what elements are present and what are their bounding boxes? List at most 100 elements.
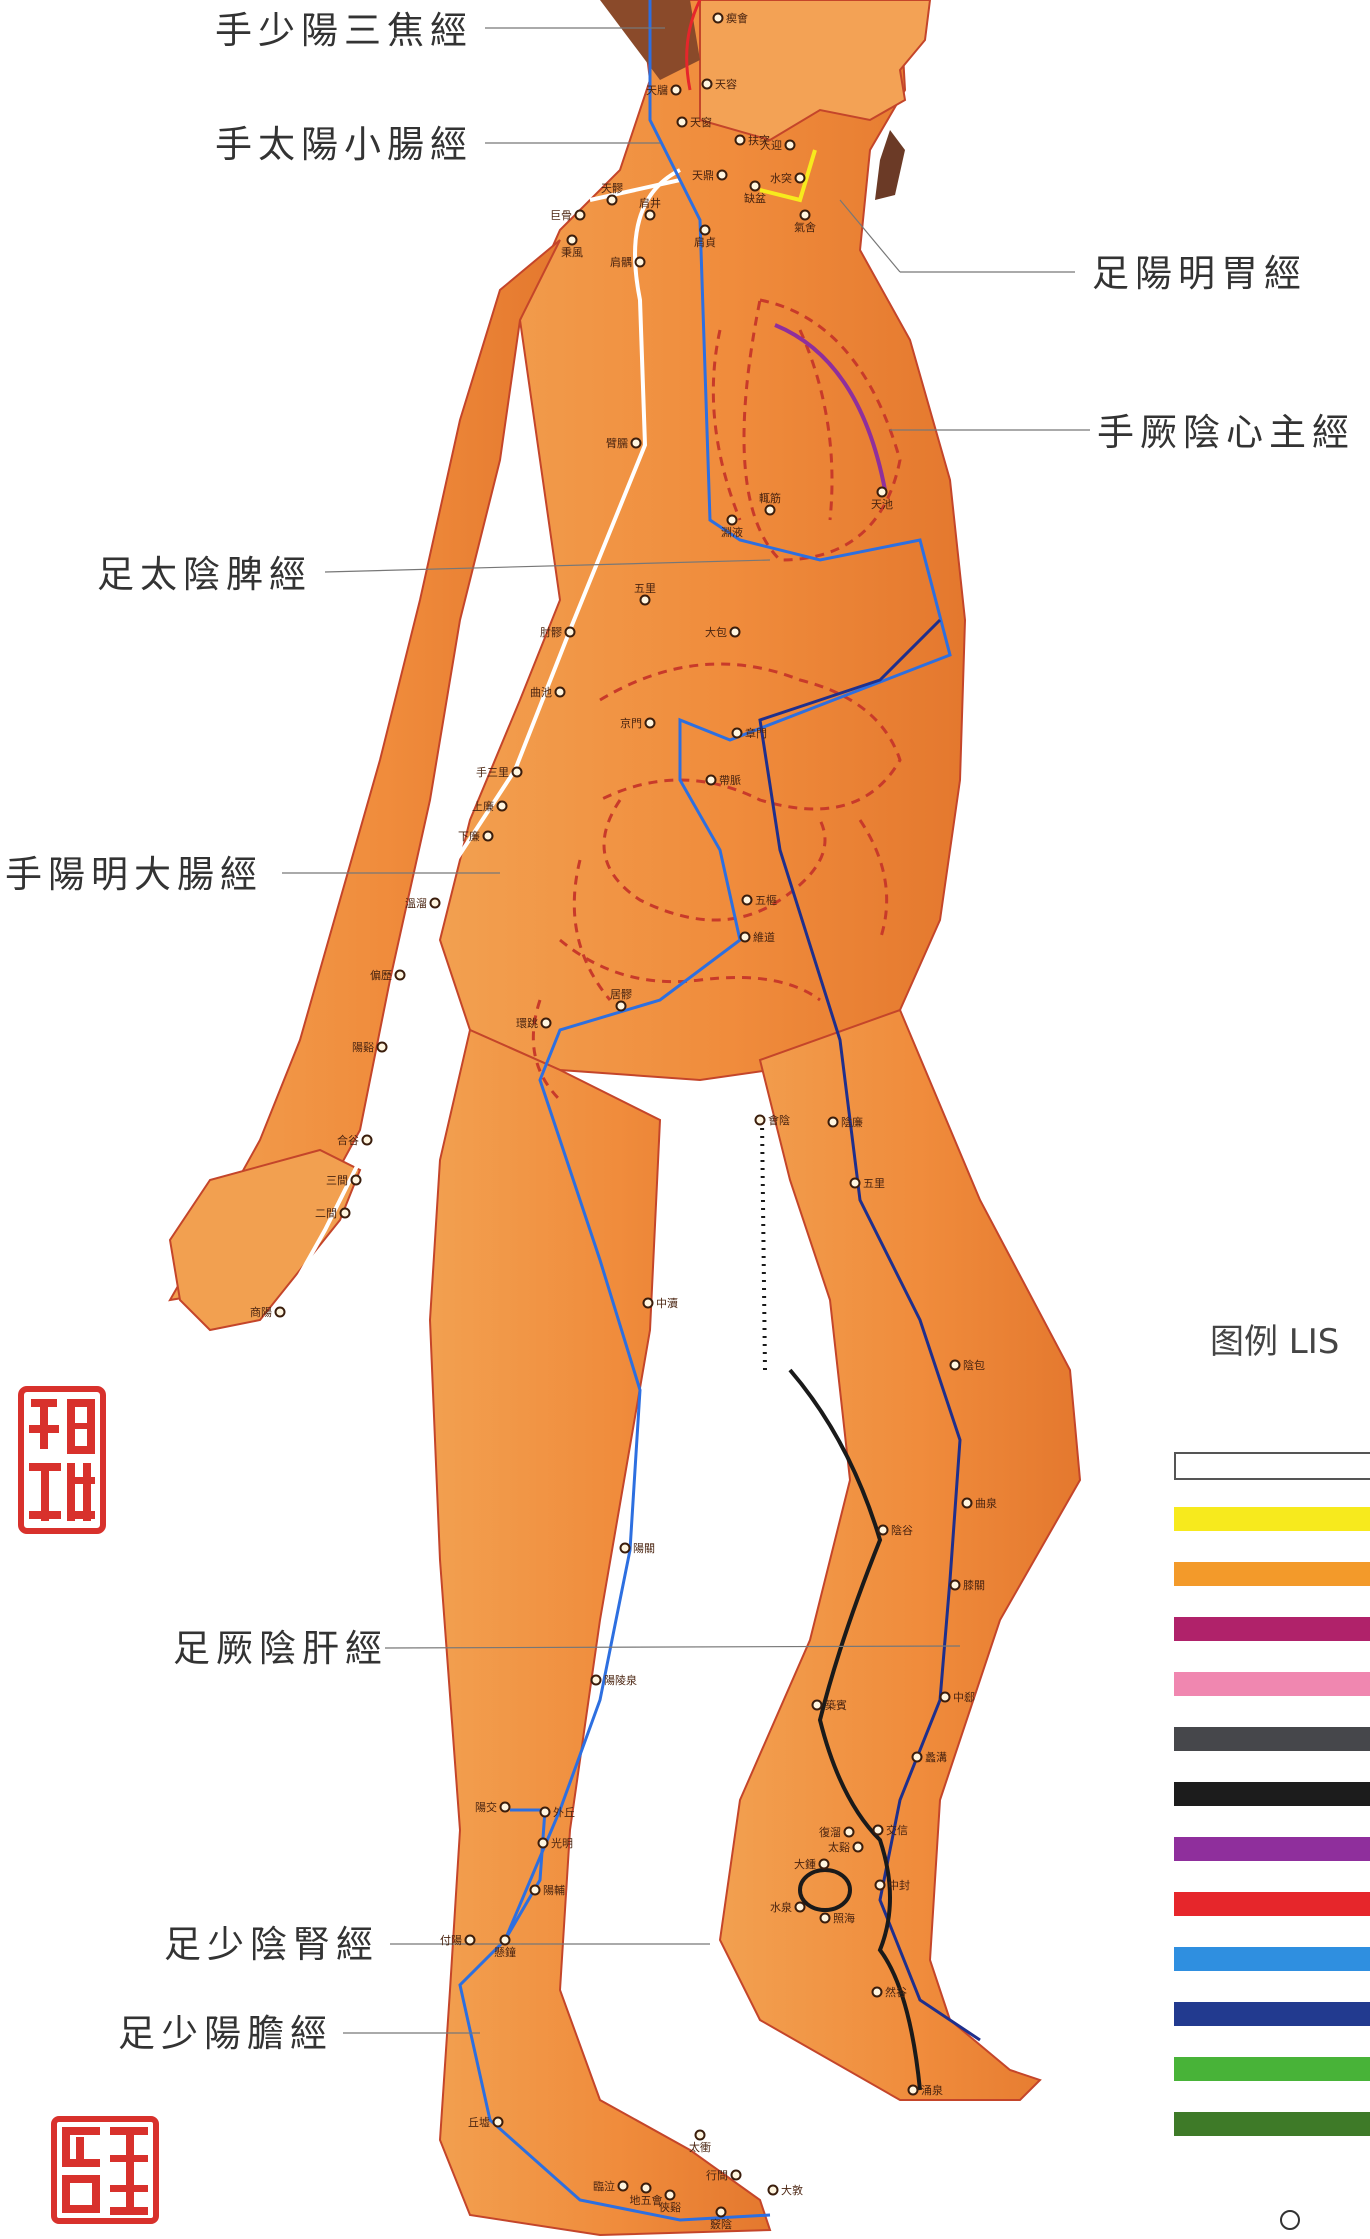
acupoint-zuwuli: 五里 xyxy=(851,1177,886,1190)
acupoint-marker xyxy=(821,1914,830,1923)
beard xyxy=(875,130,905,200)
legend-title: 图例 LIS xyxy=(1210,1325,1339,1359)
acupoint-marker xyxy=(646,719,655,728)
acupoint-label: 築賓 xyxy=(825,1698,847,1712)
acupoint-marker xyxy=(796,174,805,183)
acupoint-yingu: 陰谷 xyxy=(879,1523,914,1537)
acupoint-tianyou: 天牖 xyxy=(646,84,681,97)
acupoint-qiuxu: 丘墟 xyxy=(468,2116,503,2129)
acupoint-marker xyxy=(531,1886,540,1895)
acupoint-label: 復溜 xyxy=(819,1825,841,1839)
acupoint-marker xyxy=(539,1839,548,1848)
acupoint-label: 大包 xyxy=(705,625,727,639)
acupoint-waiqiu: 外丘 xyxy=(541,1806,576,1819)
acupoint-ligou: 蠡溝 xyxy=(913,1750,948,1764)
label-large-intestine-meridian: 手陽明大腸經 xyxy=(5,856,263,893)
acupoint-label: 肘髎 xyxy=(540,625,562,639)
acupoint-label: 維道 xyxy=(753,930,775,944)
acupoint-label: 曲池 xyxy=(530,686,552,699)
acupoint-marker xyxy=(352,1176,361,1185)
acupoint-marker xyxy=(769,2186,778,2195)
acupoint-label: 中郄 xyxy=(953,1691,975,1704)
acupoint-marker xyxy=(878,488,887,497)
acupoint-marker xyxy=(641,596,650,605)
acupoint-label: 三間 xyxy=(326,1174,348,1187)
acupoint-wushu: 五樞 xyxy=(743,894,778,907)
legend-swatch xyxy=(1174,1837,1370,1861)
acupoint-label: 陽谿 xyxy=(352,1041,374,1054)
label-gallbladder-meridian: 足少陽膽經 xyxy=(118,2015,333,2052)
acupoint-marker xyxy=(636,258,645,267)
acupoint-rangu: 然谷 xyxy=(873,1985,908,1999)
acupoint-marker xyxy=(541,1808,550,1817)
acupoint-fuliu: 復溜 xyxy=(819,1825,854,1839)
acupoint-label: 地五會 xyxy=(630,2193,663,2207)
acupoint-marker xyxy=(592,1676,601,1685)
legend-swatch xyxy=(1174,1947,1370,1971)
acupoint-marker xyxy=(728,516,737,525)
acupoint-label: 水突 xyxy=(770,171,792,185)
acupoint-xiguan: 膝關 xyxy=(951,1579,986,1592)
acupoint-marker xyxy=(879,1526,888,1535)
acupoint-marker xyxy=(494,2118,503,2127)
acupoint-marker xyxy=(829,1118,838,1127)
acupoint-label: 中瀆 xyxy=(656,1296,678,1310)
legend-circle-icon xyxy=(1280,2210,1300,2230)
acupoint-yangguan: 陽關 xyxy=(621,1542,656,1555)
acupoint-label: 行間 xyxy=(706,2169,728,2182)
acupoint-marker xyxy=(718,171,727,180)
acupoint-marker xyxy=(786,141,795,150)
acupoint-label: 陽輔 xyxy=(543,1884,565,1897)
acupoint-label: 上廉 xyxy=(472,799,494,813)
acupoint-marker xyxy=(701,226,710,235)
acupoint-label: 手三里 xyxy=(476,765,509,779)
acupoint-label: 蠡溝 xyxy=(925,1750,947,1764)
leg-front xyxy=(720,1010,1080,2100)
acupoint-label: 巨骨 xyxy=(550,209,572,222)
legend-swatch xyxy=(1174,1892,1370,1916)
legend-swatch xyxy=(1174,1672,1370,1696)
legend-swatch xyxy=(1174,1507,1370,1531)
acupoint-jugu: 巨骨 xyxy=(550,209,585,222)
acupoint-marker xyxy=(941,1693,950,1702)
acupoint-marker xyxy=(766,506,775,515)
acupoint-marker xyxy=(542,1019,551,1028)
acupoint-label: 五里 xyxy=(863,1177,885,1190)
acupoint-marker xyxy=(617,1002,626,1011)
acupoint-marker xyxy=(951,1361,960,1370)
acupoint-marker xyxy=(501,1803,510,1812)
acupoint-marker xyxy=(731,628,740,637)
acupoint-label: 中封 xyxy=(888,1878,910,1892)
acupoint-label: 商陽 xyxy=(250,1305,272,1319)
label-small-intestine-meridian: 手太陽小腸經 xyxy=(215,126,473,163)
acupoint-marker xyxy=(736,136,745,145)
acupoint-renying: 人迎 xyxy=(760,139,795,152)
acupoint-zhangmen: 章門 xyxy=(733,726,768,740)
acupoint-marker xyxy=(801,211,810,220)
acupoint-marker xyxy=(741,933,750,942)
acupoint-label: 天髎 xyxy=(601,182,623,195)
acupoint-marker xyxy=(909,2086,918,2095)
acupoint-label: 陰廉 xyxy=(841,1115,863,1129)
acupoint-marker xyxy=(632,439,641,448)
acupoint-zhongdu: 中郄 xyxy=(941,1691,976,1704)
label-spleen-meridian: 足太陰脾經 xyxy=(97,556,312,593)
acupoint-marker xyxy=(666,2191,675,2200)
acupoint-label: 輒筋 xyxy=(759,491,781,505)
acupoint-shuitu: 水突 xyxy=(770,171,805,185)
acupoint-binao: 臂臑 xyxy=(606,437,641,450)
acupoint-label: 下廉 xyxy=(458,829,480,843)
acupoint-marker xyxy=(751,182,760,191)
legend-swatch xyxy=(1174,2002,1370,2026)
acupoint-marker xyxy=(466,1936,475,1945)
acupoint-marker xyxy=(874,1826,883,1835)
label-liver-meridian: 足厥陰肝經 xyxy=(173,1630,388,1667)
acupoint-marker xyxy=(556,688,565,697)
acupoint-label: 懸鐘 xyxy=(494,1945,516,1959)
acupoint-label: 居髎 xyxy=(610,988,632,1001)
acupoint-marker xyxy=(707,776,716,785)
acupoint-label: 臨泣 xyxy=(593,2179,615,2193)
acupoint-shangyang: 商陽 xyxy=(250,1305,285,1319)
acupoint-marker xyxy=(501,1936,510,1945)
